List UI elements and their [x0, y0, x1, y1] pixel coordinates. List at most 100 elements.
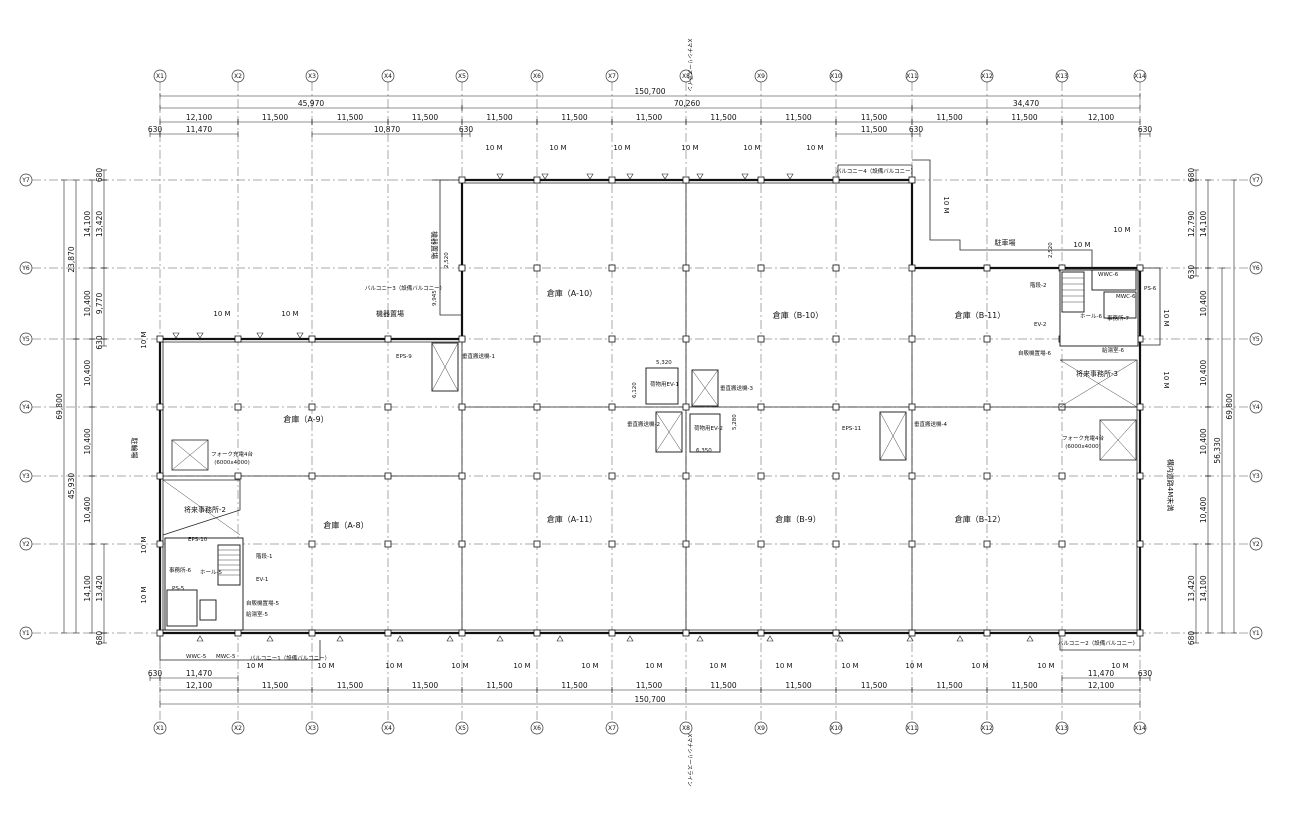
grid-bubble-X4-top: [381, 69, 395, 83]
berth-right-4: 10 M: [1162, 371, 1170, 388]
dim-left-sub-2-label: 13,420: [95, 211, 104, 237]
marker-bot-2: [266, 635, 274, 642]
dim-top-span-9-label: 11,500: [785, 113, 811, 122]
column-X1-Y1: [156, 629, 164, 637]
berth-bot-6: 10 M: [581, 662, 598, 670]
grid-label-Y7-right: Y7: [1251, 177, 1260, 184]
column-X2-Y4: [234, 403, 242, 411]
dim-right-span-5-label: 10,400: [1199, 497, 1208, 523]
column-X7-Y1: [608, 629, 616, 637]
dim-top-span-13-label: 12,100: [1088, 113, 1114, 122]
dim-left-overall-label: 69,800: [55, 393, 64, 419]
dim-left-sub-5-label: 13,420: [95, 575, 104, 601]
fork-left-size: (6000x4000): [214, 460, 250, 466]
grid-label-Y2-left: Y2: [21, 541, 30, 548]
grid-label-X14-top: X14: [1134, 73, 1146, 80]
column-X8-Y7: [682, 176, 690, 184]
berth-top-1: 10 M: [485, 144, 502, 152]
column-X9-Y5: [757, 335, 765, 343]
column-X10-Y7: [832, 176, 840, 184]
note-bottom: Xマナシリースライン: [686, 734, 693, 787]
room-a10: 倉庫（A-10）: [547, 288, 597, 298]
grid-bubble-X13-bottom: [1055, 721, 1069, 735]
grid-bubble-X12-bottom: [980, 721, 994, 735]
column-X4-Y1: [384, 629, 392, 637]
vend-6: 自販機置場-6: [1018, 349, 1051, 357]
dim-top-overall-label: 150,700: [634, 87, 665, 96]
dim-bot-span-9-label: 11,500: [785, 681, 811, 690]
dim-bot-span-1-label: 12,100: [186, 681, 212, 690]
column-X1-Y2: [156, 540, 164, 548]
grid-bubble-X12-top: [980, 69, 994, 83]
kiki-top: 機器置場: [376, 309, 404, 318]
grid-label-X6-top: X6: [533, 73, 541, 80]
grid-label-X10-bottom: X10: [830, 725, 842, 732]
grid-bubble-Y7-right: [1249, 173, 1263, 187]
hall-5: ホール-5: [200, 569, 222, 576]
column-X8-Y2: [682, 540, 690, 548]
column-X5-Y6: [458, 264, 466, 272]
berth-top-6: 10 M: [806, 144, 823, 152]
grid-bubble-Y3-right: [1249, 469, 1263, 483]
column-X7-Y5: [608, 335, 616, 343]
marker-bot-9: [696, 635, 704, 642]
dim-top-span-11-label: 11,500: [936, 113, 962, 122]
column-X10-Y6: [832, 264, 840, 272]
bicycle-parking: 駐輪場: [130, 438, 139, 459]
berth-bot-14: 10 M: [1111, 662, 1128, 670]
fork-right: フォーク充電4台: [1062, 434, 1104, 442]
grid-bubble-X11-top: [905, 69, 919, 83]
grid-bubble-Y7-left: [19, 173, 33, 187]
room-b12: 倉庫（B-12）: [955, 514, 1006, 524]
grid-label-X4-bottom: X4: [384, 725, 392, 732]
marker-bot-12: [906, 635, 914, 642]
grid-label-X2-top: X2: [234, 73, 242, 80]
berth-leftside-3: 10 M: [140, 586, 148, 603]
stair-2: 階段-2: [1030, 281, 1046, 289]
dim-bot-span-10-label: 11,500: [861, 681, 887, 690]
core-right: [1059, 269, 1139, 347]
column-X11-Y7: [908, 176, 916, 184]
grid-bubble-X9-top: [754, 69, 768, 83]
grid-bubble-X3-top: [305, 69, 319, 83]
berth-top-4: 10 M: [681, 144, 698, 152]
column-X5-Y7: [458, 176, 466, 184]
columns: [156, 176, 1144, 637]
column-X9-Y3: [757, 472, 765, 480]
dim-right-overall-label: 69,800: [1225, 393, 1234, 419]
column-X6-Y5: [533, 335, 541, 343]
grid-bubble-Y4-right: [1249, 400, 1263, 414]
balcony-4: バルコニー4（設備バルコニー）: [836, 167, 916, 175]
marker-bot-3: [336, 635, 344, 642]
dim-right-sub-4-label: 13,420: [1187, 575, 1196, 601]
column-X14-Y4: [1136, 403, 1144, 411]
grid-label-X2-bottom: X2: [234, 725, 242, 732]
hall-6: ホール-6: [1080, 313, 1102, 320]
grid-label-X6-bottom: X6: [533, 725, 541, 732]
ev-2: EV-2: [1034, 322, 1046, 328]
marker-bot-8: [626, 635, 634, 642]
berth-bot-5: 10 M: [513, 662, 530, 670]
column-X10-Y1: [832, 629, 840, 637]
berth-top-5: 10 M: [743, 144, 760, 152]
grid-label-X11-bottom: X11: [906, 725, 918, 732]
grid-bubble-X6-top: [530, 69, 544, 83]
column-X4-Y2: [384, 540, 392, 548]
loading-markers: [172, 173, 1034, 642]
berth-right-2: 10 M: [1113, 226, 1130, 234]
column-X14-Y3: [1136, 472, 1144, 480]
grid-label-Y6-left: Y6: [21, 265, 30, 272]
column-X1-Y3: [156, 472, 164, 480]
dim-bot-span-8-label: 11,500: [710, 681, 736, 690]
dim-bot-span-13-label: 12,100: [1088, 681, 1114, 690]
grid-label-X9-bottom: X9: [757, 725, 765, 732]
dim-top-span-5-label: 11,500: [486, 113, 512, 122]
marker-left-1: [172, 332, 180, 339]
dim-bot-span-12-label: 11,500: [1011, 681, 1037, 690]
grid-bubble-Y1-right: [1249, 626, 1263, 640]
dim-left-grp-1-label: 23,870: [67, 246, 76, 272]
grid-bubble-X2-bottom: [231, 721, 245, 735]
conveyor-boxes: [431, 342, 907, 461]
column-X6-Y7: [533, 176, 541, 184]
